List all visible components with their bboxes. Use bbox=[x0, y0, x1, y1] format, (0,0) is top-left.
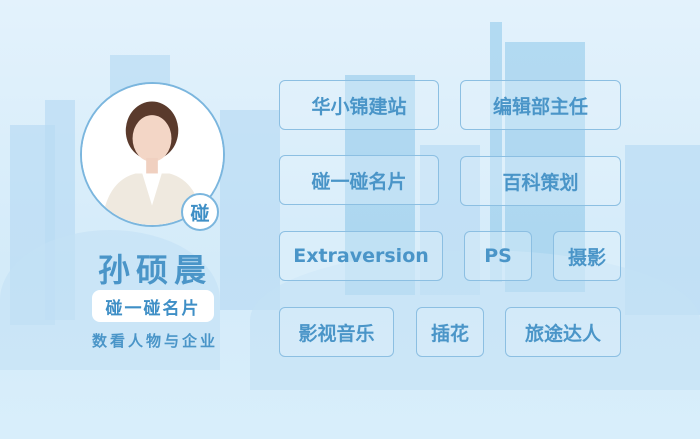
hill bbox=[250, 250, 700, 390]
portrait-image bbox=[82, 84, 223, 225]
tag[interactable]: 旅途达人 bbox=[505, 307, 621, 357]
tag[interactable]: 碰一碰名片 bbox=[279, 155, 439, 205]
tag[interactable]: 影视音乐 bbox=[279, 307, 394, 357]
avatar bbox=[80, 82, 225, 227]
badge: 碰 bbox=[181, 193, 219, 231]
tag[interactable]: 百科策划 bbox=[460, 156, 621, 206]
slogan: 数看人物与企业 bbox=[91, 332, 218, 350]
person-name: 孙硕晨 bbox=[97, 251, 212, 289]
tag[interactable]: Extraversion bbox=[279, 231, 443, 281]
tag[interactable]: PS bbox=[464, 231, 532, 281]
building bbox=[490, 22, 502, 282]
card-button[interactable]: 碰一碰名片 bbox=[92, 290, 214, 322]
tag[interactable]: 插花 bbox=[416, 307, 484, 357]
building bbox=[220, 110, 280, 310]
tag[interactable]: 摄影 bbox=[553, 231, 621, 281]
tag[interactable]: 华小锦建站 bbox=[279, 80, 439, 130]
tag[interactable]: 编辑部主任 bbox=[460, 80, 621, 130]
